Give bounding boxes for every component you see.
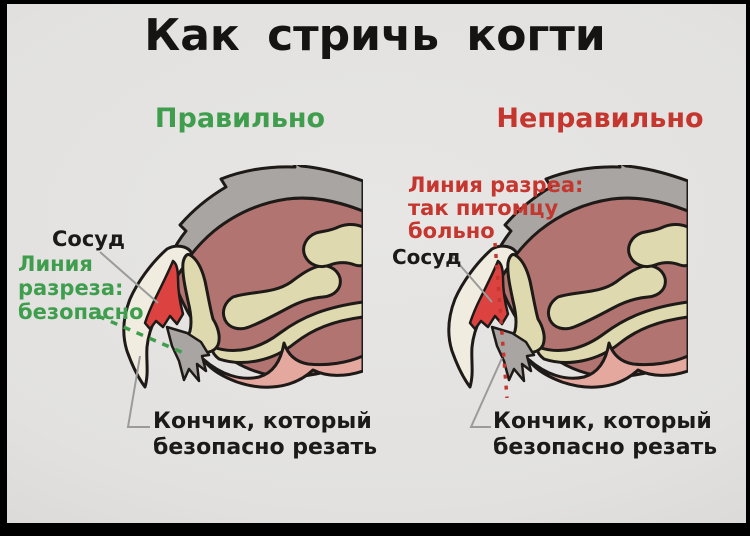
tip-label-right: Кончик, который безопасно резать: [493, 409, 717, 461]
tip-label-left: Кончик, который безопасно резать: [153, 409, 377, 461]
cut-line-label-left-line1: Линия: [18, 252, 93, 276]
vessel-label-left: Сосуд: [52, 227, 125, 251]
cut-line-label-left-line2: разреза:: [18, 276, 124, 300]
subtitle-incorrect: Неправильно: [496, 103, 704, 134]
cut-line-label-left: Линия разреза: безопасно: [18, 252, 144, 324]
cut-line-label-right-line1: Линия разреа:: [408, 173, 584, 197]
cut-line-label-right-line3: больно: [408, 219, 495, 243]
tip-label-left-line1: Кончик, который: [153, 409, 372, 434]
tip-label-right-line2: безопасно резать: [493, 435, 718, 460]
page-title: Как стричь когти: [144, 10, 606, 61]
cut-line-label-right: Линия разреа: так питомцу больно: [408, 174, 583, 243]
tip-label-left-line2: безопасно резать: [153, 435, 378, 460]
tip-label-right-line1: Кончик, который: [493, 409, 712, 434]
vessel-label-right: Сосуд: [392, 245, 462, 269]
subtitle-correct: Правильно: [154, 103, 326, 134]
cut-line-label-right-line2: так питомцу: [408, 196, 559, 220]
cut-line-label-left-line3: безопасно: [18, 300, 144, 324]
